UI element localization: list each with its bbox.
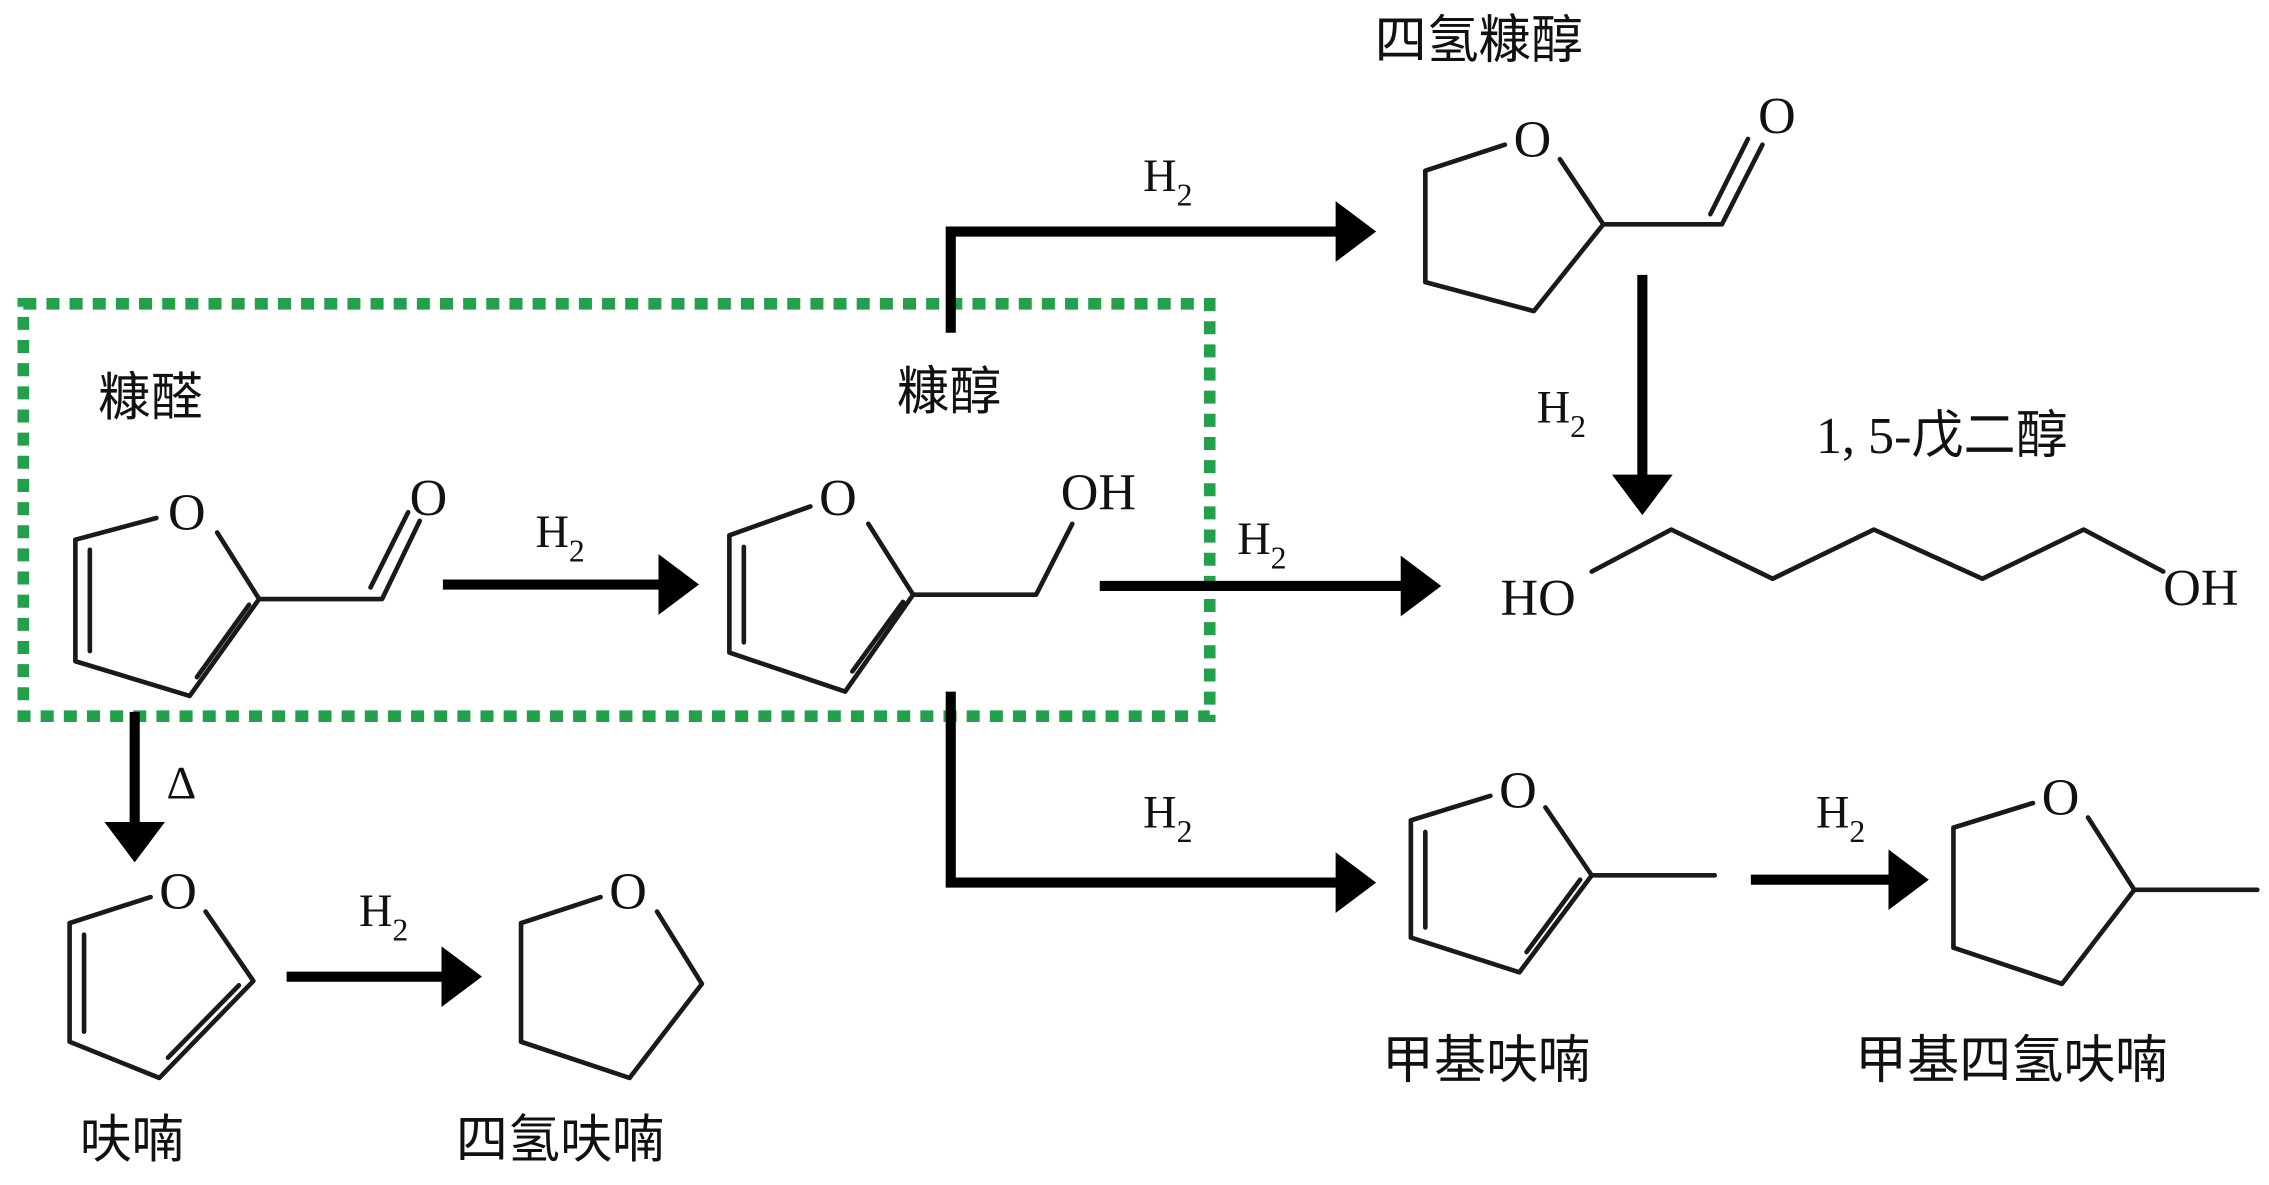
atom-oh: OH — [1061, 464, 1136, 521]
atom-oh: OH — [2163, 560, 2238, 617]
furfuryl-alcohol-structure: 糠醇 O OH — [727, 363, 1136, 694]
methyl-thf-label: 甲基四氢呋喃 — [1855, 1033, 2167, 1090]
atom-o: O — [2042, 770, 2080, 827]
reagent-h2: H2 — [1143, 788, 1192, 849]
highlight-box — [17, 298, 1216, 722]
reagent-h2: H2 — [1143, 151, 1192, 212]
furfural-label: 糠醛 — [99, 369, 203, 427]
pentanediol-label: 1, 5-戊二醇 — [1816, 408, 2068, 465]
furan-structure: O 呋喃 — [67, 864, 256, 1170]
furfural-structure: 糠醛 O O — [73, 369, 448, 699]
atom-o: O — [410, 470, 448, 527]
tetrahydrofurfuryl-label: 四氢糠醇 — [1375, 12, 1583, 70]
thf-structure: O 四氢呋喃 — [456, 864, 705, 1170]
atom-o: O — [159, 864, 197, 921]
atom-o: O — [1499, 762, 1537, 819]
reagent-h2: H2 — [1537, 382, 1586, 443]
pentanediol-structure: 1, 5-戊二醇 HO OH — [1501, 408, 2239, 627]
atom-o: O — [1514, 111, 1552, 168]
furan-label: 呋喃 — [80, 1113, 184, 1170]
tetrahydrofurfuryl-structure: 四氢糠醇 O O — [1375, 12, 1796, 314]
atom-ho: HO — [1501, 570, 1576, 627]
atom-o: O — [609, 864, 647, 921]
methyl-thf-structure: O 甲基四氢呋喃 — [1855, 770, 2260, 1090]
atom-o: O — [168, 485, 206, 542]
reagent-h2: H2 — [1237, 514, 1286, 575]
furfuryl-alcohol-label: 糠醇 — [897, 363, 1001, 421]
reagent-h2: H2 — [535, 507, 584, 568]
thf-label: 四氢呋喃 — [456, 1113, 664, 1170]
reagent-h2: H2 — [1816, 788, 1865, 849]
atom-o: O — [819, 470, 857, 527]
arrow-to-tetrahydrofurfuryl — [945, 201, 1377, 333]
methylfuran-structure: O 甲基呋喃 — [1382, 762, 1718, 1090]
reagent-heat: Δ — [167, 759, 197, 810]
reagent-h2: H2 — [359, 886, 408, 947]
arrow-to-methylfuran — [945, 691, 1377, 913]
atom-o: O — [1758, 88, 1796, 145]
methylfuran-label: 甲基呋喃 — [1382, 1033, 1590, 1090]
